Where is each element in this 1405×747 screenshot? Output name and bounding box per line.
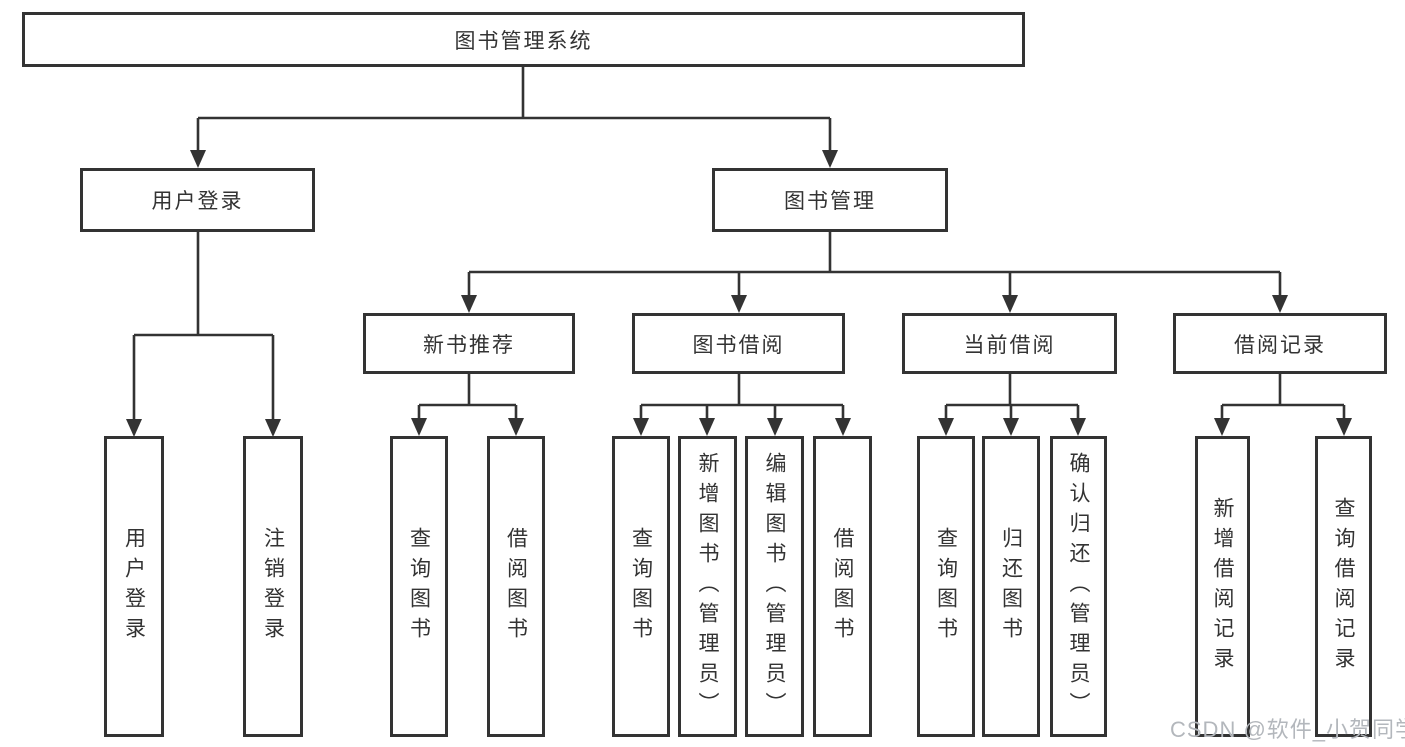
node-label: 用户登录 [122,526,146,647]
leaf-borrow-books: 借阅图书 [813,436,872,737]
node-label: 查询图书 [934,526,958,647]
current-borrow-connector [938,374,1086,436]
node-label: 确认归还（管理员） [1067,451,1090,722]
leaf-user-login: 用户登录 [104,436,164,737]
node-label: 查询借阅记录 [1332,496,1355,677]
user-login-connector [126,232,281,437]
leaf-logout: 注销登录 [243,436,303,737]
leaf-add-books-admin: 新增图书（管理员） [678,436,737,737]
node-user-login: 用户登录 [80,168,315,232]
node-label: 借阅图书 [504,526,528,647]
node-label: 图书管理 [784,190,876,213]
node-current-borrow: 当前借阅 [902,313,1117,374]
node-label: 图书借阅 [692,333,785,357]
leaf-return-books: 归还图书 [982,436,1040,737]
book-borrow-connector [633,374,851,436]
new-book-recommend-connector [411,374,524,436]
node-label: 归还图书 [999,526,1023,647]
book-management-connector [461,232,1288,313]
node-label: 查询图书 [407,526,431,647]
node-label: 借阅记录 [1234,333,1326,357]
csdn-watermark: CSDN @软件_小贺同学 [1170,717,1405,742]
node-label: 新书推荐 [423,333,515,357]
leaf-confirm-return-admin: 确认归还（管理员） [1050,436,1107,737]
node-book-management: 图书管理 [712,168,948,232]
node-borrow-records: 借阅记录 [1173,313,1387,374]
node-label: 查询图书 [629,526,653,647]
leaf-query-borrow-record: 查询借阅记录 [1315,436,1372,737]
node-label: 借阅图书 [831,526,854,647]
node-book-borrow: 图书借阅 [632,313,845,374]
borrow-records-connector [1214,374,1352,436]
node-label: 用户登录 [151,190,244,213]
leaf-query-books-borrow: 查询图书 [612,436,670,737]
root-to-level2-connector [190,67,838,168]
node-label: 图书管理系统 [454,29,593,53]
node-label: 新增图书（管理员） [696,451,719,722]
leaf-query-books-recommend: 查询图书 [390,436,448,737]
node-label: 当前借阅 [963,333,1056,357]
node-label: 新增借阅记录 [1211,496,1234,677]
node-label: 注销登录 [261,526,285,647]
leaf-borrow-books-recommend: 借阅图书 [487,436,545,737]
node-label: 编辑图书（管理员） [763,451,786,722]
leaf-query-books-current: 查询图书 [917,436,975,737]
node-library-management-system: 图书管理系统 [22,12,1025,67]
leaf-edit-books-admin: 编辑图书（管理员） [745,436,804,737]
leaf-add-borrow-record: 新增借阅记录 [1195,436,1250,737]
node-new-book-recommend: 新书推荐 [363,313,575,374]
